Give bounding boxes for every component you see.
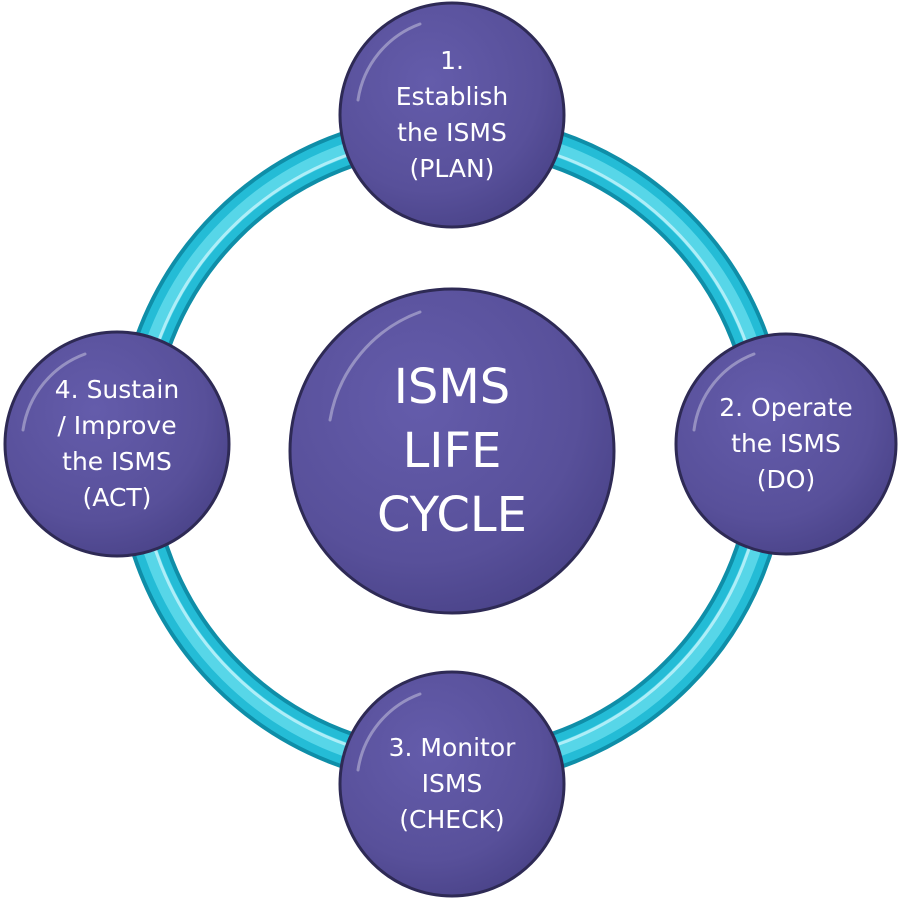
node-check (338, 670, 566, 898)
node-do (674, 332, 898, 556)
node-plan (338, 1, 566, 229)
center-node (288, 287, 616, 615)
node-act (3, 330, 231, 558)
